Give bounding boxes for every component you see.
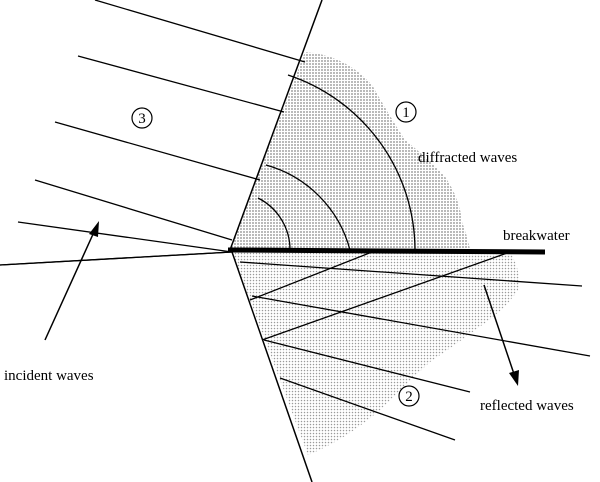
zone-3-marker: 3	[131, 107, 153, 129]
reflected-wave-crests	[249, 251, 511, 341]
zone-2-number: 2	[405, 389, 413, 405]
upper-boundary-line	[229, 0, 323, 251]
incident-crest-1	[94, 0, 306, 63]
diffracted-arc-2	[265, 164, 351, 251]
passing-crest-4	[279, 377, 456, 441]
incident-wave-crests	[0, 0, 591, 441]
incident-crest-2	[77, 55, 285, 113]
zone-1-number: 1	[402, 105, 410, 121]
breakwater-structure	[227, 247, 546, 255]
passing-crest-3	[263, 339, 471, 393]
incident-arrow	[44, 221, 99, 341]
zone-2-marker: 2	[398, 385, 420, 407]
diffracted-waves-label: diffracted waves	[418, 150, 517, 166]
zone-3-number: 3	[138, 111, 146, 127]
passing-crest-5	[0, 251, 233, 266]
incident-waves-label: incident waves	[4, 368, 94, 384]
diffracted-arc-1	[257, 197, 291, 251]
reflected-crest-2	[261, 251, 511, 341]
incident-crest-3	[54, 121, 261, 181]
zone-1-marker: 1	[395, 101, 417, 123]
reflected-waves-label: reflected waves	[480, 398, 574, 414]
breakwater-label: breakwater	[503, 228, 570, 244]
passing-crest-2	[251, 295, 591, 357]
reflection-shade-region	[232, 252, 519, 455]
boundary-lines	[229, 0, 323, 482]
incident-crest-5	[17, 221, 233, 253]
incident-crest-4	[34, 179, 233, 241]
lower-boundary-line	[231, 251, 313, 482]
reflected-crest-1	[249, 251, 373, 301]
diffraction-shade-region	[230, 52, 470, 250]
diffracted-wave-arcs	[257, 74, 416, 251]
diffracted-arc-3	[287, 74, 416, 251]
reflected-arrow	[483, 284, 519, 386]
passing-crest-1	[239, 261, 583, 287]
